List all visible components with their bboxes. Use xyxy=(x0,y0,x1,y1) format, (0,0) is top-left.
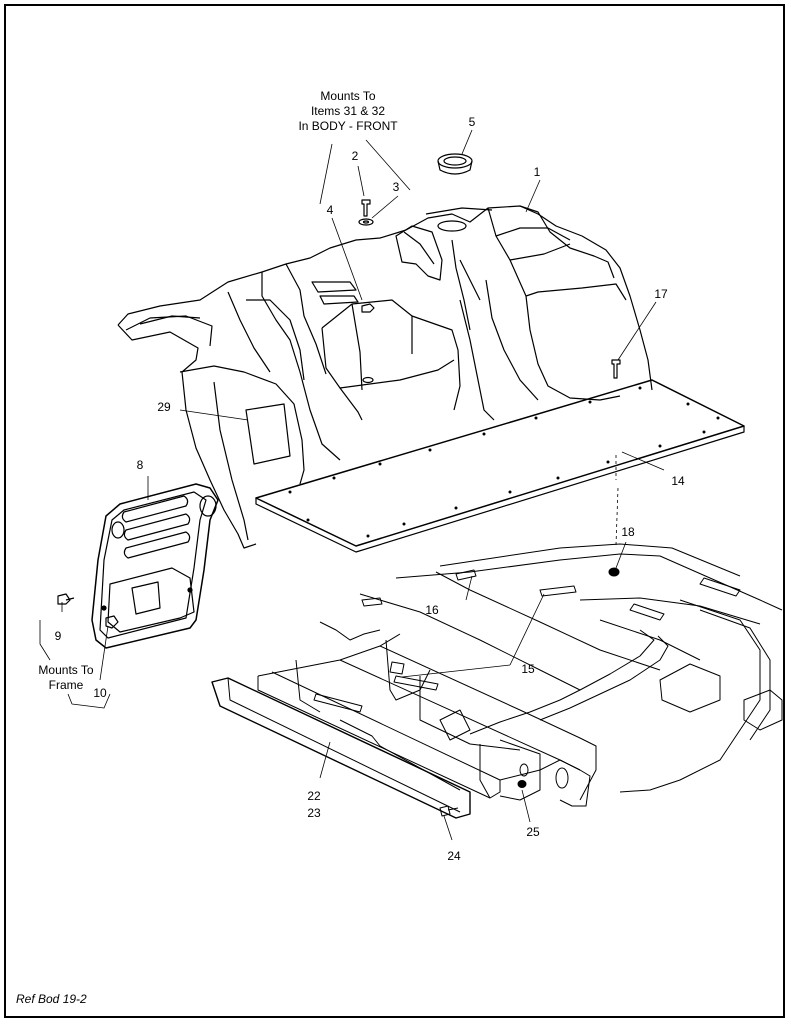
callout-15: 15 xyxy=(521,662,535,676)
callout-8: 8 xyxy=(137,458,144,472)
callout-5: 5 xyxy=(469,115,476,129)
callout-22: 22 xyxy=(307,789,321,803)
note-mounts-frame-line1: Mounts To xyxy=(38,663,93,677)
callout-3: 3 xyxy=(393,180,400,194)
page-border xyxy=(4,4,785,1018)
note-mounts-frame-line2: Frame xyxy=(49,678,84,692)
callout-4: 4 xyxy=(327,203,334,217)
callout-23: 23 xyxy=(307,806,321,820)
note-mounts-front-line3: In BODY - FRONT xyxy=(298,119,398,133)
vehicle-frame xyxy=(211,543,783,819)
callout-18: 18 xyxy=(621,525,635,539)
callout-24: 24 xyxy=(447,849,461,863)
callout-1: 1 xyxy=(534,165,541,179)
note-mounts-front-line1: Mounts To xyxy=(320,89,375,103)
floor-mat xyxy=(255,379,745,553)
callout-14: 14 xyxy=(671,474,685,488)
callout-9: 9 xyxy=(55,629,62,643)
reference-code: Ref Bod 19-2 xyxy=(16,992,87,1006)
callout-25: 25 xyxy=(526,825,540,839)
note-mounts-front-line2: Items 31 & 32 xyxy=(311,104,385,118)
callout-29: 29 xyxy=(157,400,171,414)
leader-lines xyxy=(39,129,665,841)
side-panel xyxy=(57,483,219,649)
callout-10: 10 xyxy=(93,686,107,700)
rear-body-shell xyxy=(117,153,653,549)
callout-16: 16 xyxy=(425,603,439,617)
callout-2: 2 xyxy=(352,149,359,163)
callout-17: 17 xyxy=(654,287,668,301)
